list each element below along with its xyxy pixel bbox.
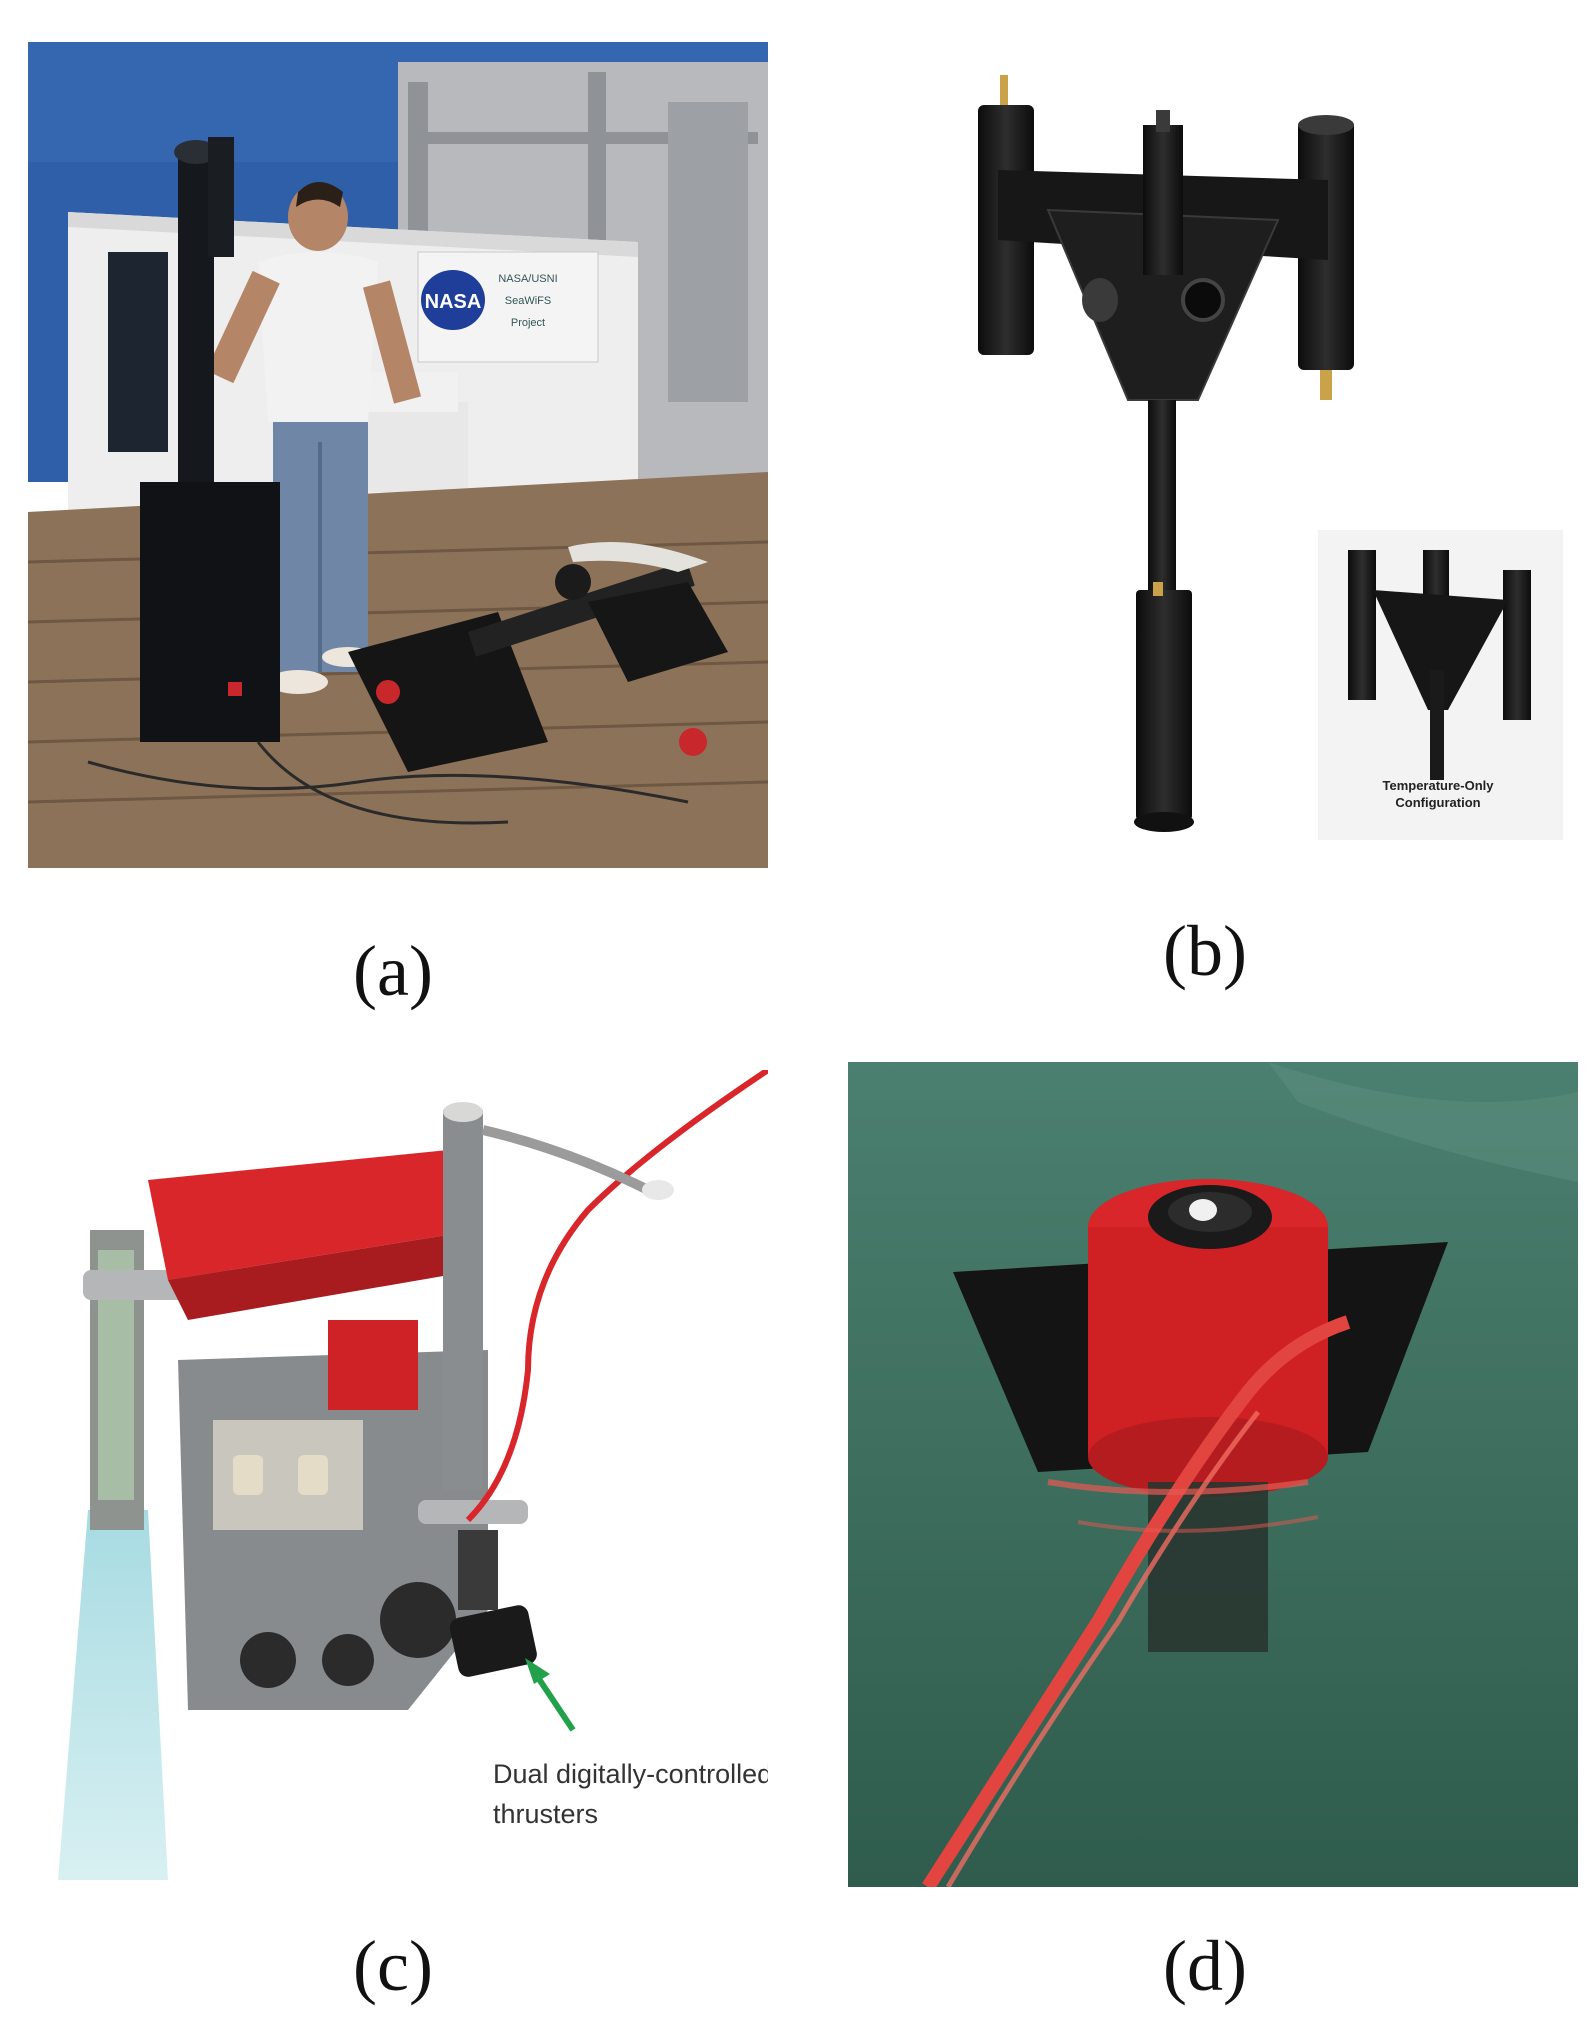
render-panel-c: Dual digitally-controlled thrusters — [28, 1070, 768, 1880]
instrument-column — [140, 137, 280, 742]
inset-label-line-1: Temperature-Only — [1382, 778, 1494, 793]
instrument-cad-render: Temperature-Only Configuration — [978, 75, 1563, 840]
render-panel-b: Temperature-Only Configuration — [848, 30, 1578, 875]
panel-b-caption: (b) — [1163, 911, 1247, 991]
annotation-arrow — [525, 1658, 576, 1732]
person-figure — [206, 182, 422, 694]
photo-panel-a: NASA NASA/USNI SeaWiFS Project — [28, 42, 768, 868]
thruster-cad-render: Dual digitally-controlled thrusters — [58, 1070, 768, 1880]
panel-c-caption: (c) — [353, 1926, 433, 2006]
annotation-label-line-1: Dual digitally-controlled — [493, 1759, 768, 1789]
panel-d-caption: (d) — [1163, 1926, 1247, 2006]
temperature-only-inset: Temperature-Only Configuration — [1318, 530, 1563, 840]
nasa-sign-line-1: NASA/USNI — [498, 273, 557, 285]
nasa-sign-logo-text: NASA — [425, 291, 482, 313]
deck-scene-photo: NASA NASA/USNI SeaWiFS Project — [28, 42, 768, 868]
instrument-in-water-photo — [848, 1062, 1578, 1887]
panel-a-caption: (a) — [353, 931, 433, 1011]
nasa-sign-line-2: SeaWiFS — [505, 295, 551, 307]
thruster-assembly — [380, 1530, 537, 1677]
inset-label-line-2: Configuration — [1395, 795, 1480, 810]
nasa-sign-line-3: Project — [511, 317, 545, 329]
annotation-label-line-2: thrusters — [493, 1799, 598, 1829]
instrument-on-deck — [348, 560, 728, 772]
photo-panel-d — [848, 1062, 1578, 1887]
nasa-sign: NASA NASA/USNI SeaWiFS Project — [417, 251, 599, 363]
